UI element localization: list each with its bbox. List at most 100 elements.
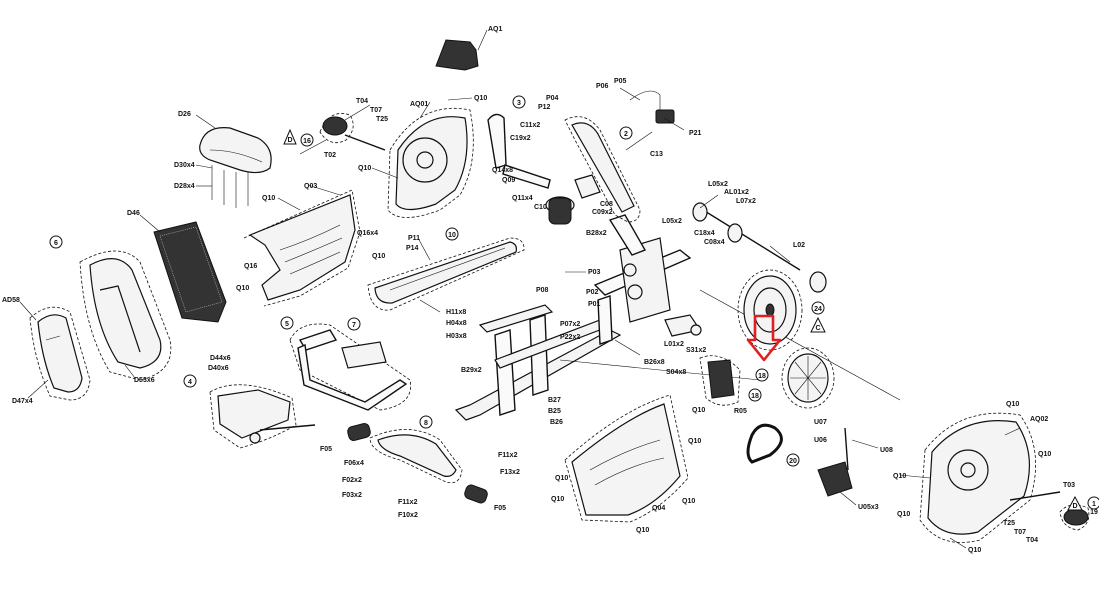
- svg-text:D: D: [287, 137, 292, 144]
- seat-post-assembly: [209, 384, 316, 449]
- callout-3: 3: [512, 95, 526, 109]
- svg-text:2: 2: [624, 131, 628, 138]
- label-p06: P06: [596, 83, 609, 90]
- label-c13: C13: [650, 151, 663, 158]
- label-l07x2: L07x2: [736, 198, 756, 205]
- label-u07: U07: [814, 419, 827, 426]
- callout-7: 7: [347, 317, 361, 331]
- svg-text:19: 19: [1090, 509, 1098, 516]
- aq1-part: [435, 39, 479, 71]
- warning-triangles: D C D: [283, 128, 1083, 511]
- svg-text:8: 8: [424, 420, 428, 427]
- front-handle: [487, 113, 551, 189]
- label-f10x2: F10x2: [398, 512, 418, 519]
- drive-belt: [746, 423, 783, 464]
- seat-frame: [79, 250, 172, 381]
- label-f11x2-b: F11x2: [498, 452, 518, 459]
- callout-19: 19: [1090, 509, 1098, 516]
- label-q10-c: Q10: [262, 195, 275, 202]
- seat-slider: [341, 341, 387, 369]
- warning-d-top: D: [283, 128, 297, 145]
- label-c08x4: C08x4: [704, 239, 725, 246]
- label-s31x2: S31x2: [686, 347, 706, 354]
- label-p01: P01: [588, 301, 601, 308]
- svg-text:10: 10: [448, 232, 456, 239]
- label-c08: C08: [600, 201, 613, 208]
- label-u06: U06: [814, 437, 827, 444]
- svg-text:16: 16: [303, 138, 311, 145]
- label-q16x4: Q16x4: [357, 230, 378, 237]
- label-q10-h: Q10: [555, 475, 568, 482]
- label-d40x6: D40x6: [208, 365, 229, 372]
- label-d30x4: D30x4: [174, 162, 195, 169]
- warning-c: C: [810, 316, 826, 333]
- label-f05-b: F05: [494, 505, 506, 512]
- label-q16-a: Q16: [244, 263, 257, 270]
- label-q04: Q04: [652, 505, 665, 512]
- callout-5: 5: [280, 316, 294, 330]
- label-p12: P12: [538, 104, 551, 111]
- sensor-cable: [629, 90, 661, 112]
- label-b28x2: B28x2: [586, 230, 607, 237]
- svg-text:20: 20: [789, 458, 797, 465]
- label-d44x6: D44x6: [210, 355, 231, 362]
- label-f06x4: F06x4: [344, 460, 364, 467]
- label-t03: T03: [1063, 482, 1075, 489]
- svg-text:4: 4: [188, 379, 192, 386]
- label-d46: D46: [127, 210, 140, 217]
- callout-8: 8: [419, 415, 433, 429]
- svg-text:18: 18: [751, 393, 759, 400]
- label-q10-p: Q10: [968, 547, 981, 554]
- callout-18-a: 18: [755, 368, 769, 382]
- label-f13x2: F13x2: [500, 469, 520, 476]
- label-t25-b: T25: [1003, 520, 1015, 527]
- label-q10-n: Q10: [893, 473, 906, 480]
- left-pedal-top: [319, 113, 386, 151]
- label-t02: T02: [324, 152, 336, 159]
- sensor-box: [655, 109, 675, 124]
- callout-16: 16: [300, 133, 314, 147]
- label-d53x6: D53x6: [134, 377, 155, 384]
- label-p22x2: P22x2: [560, 334, 580, 341]
- label-d28x4: D28x4: [174, 183, 195, 190]
- label-h11x8: H11x8: [446, 309, 466, 316]
- pulley-wheel: [781, 347, 835, 409]
- label-q10-e: Q10: [236, 285, 249, 292]
- tension-knob: [545, 174, 601, 225]
- svg-text:3: 3: [517, 100, 521, 107]
- warning-d-right: D: [1067, 495, 1083, 511]
- label-q10-l: Q10: [1006, 401, 1019, 408]
- callout-circles: 1 2 3 4 5 6 7 8 10 16 18 18 19 20 24: [49, 95, 1099, 516]
- label-b26: B26: [550, 419, 563, 426]
- label-d26: D26: [178, 111, 191, 118]
- label-t04-b: T04: [1026, 537, 1038, 544]
- svg-text:24: 24: [814, 306, 822, 313]
- highlight-arrow: [746, 314, 782, 362]
- seat-back: [153, 221, 227, 323]
- callout-4: 4: [183, 374, 197, 388]
- svg-text:18: 18: [758, 373, 766, 380]
- label-q10-j: Q10: [682, 498, 695, 505]
- label-q14x8: Q14x8: [492, 167, 513, 174]
- label-l05x2-a: L05x2: [708, 181, 728, 188]
- label-r05: R05: [734, 408, 747, 415]
- callout-18-b: 18: [748, 388, 762, 402]
- seat-handlebar: [289, 323, 412, 411]
- svg-text:5: 5: [285, 321, 289, 328]
- seat-rail: [367, 237, 525, 311]
- label-p08: P08: [536, 287, 549, 294]
- label-t25-a: T25: [376, 116, 388, 123]
- axle: [692, 202, 827, 293]
- label-c11x2: C11x2: [520, 122, 540, 129]
- seat: [199, 127, 272, 208]
- label-c18x4: C18x4: [694, 230, 715, 237]
- label-q10-d: Q10: [372, 253, 385, 260]
- label-al01x2: AL01x2: [724, 189, 749, 196]
- label-u08: U08: [880, 447, 893, 454]
- callout-2: 2: [619, 126, 633, 140]
- label-h03x8: H03x8: [446, 333, 467, 340]
- label-q10-i: Q10: [551, 496, 564, 503]
- label-u05x3: U05x3: [858, 504, 879, 511]
- left-flywheel-cover: [387, 107, 474, 218]
- label-b29x2: B29x2: [461, 367, 482, 374]
